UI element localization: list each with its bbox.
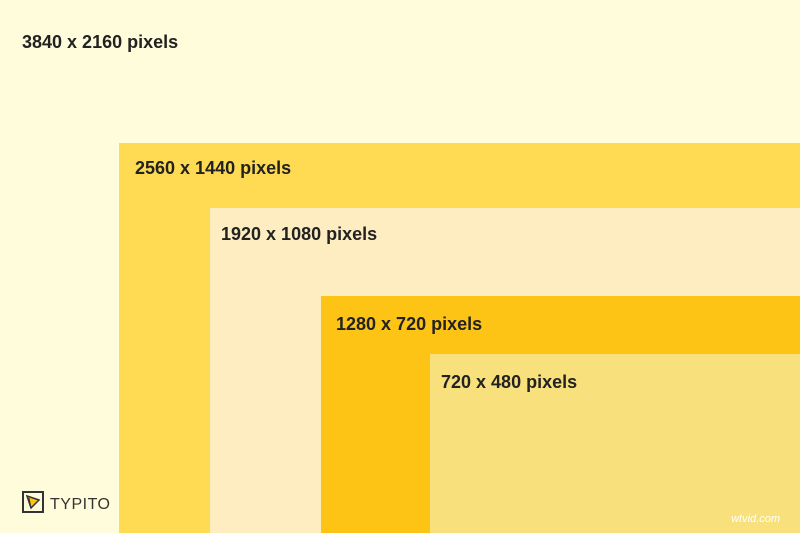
label-720x480: 720 x 480 pixels bbox=[441, 372, 578, 392]
label-3840x2160: 3840 x 2160 pixels bbox=[22, 32, 179, 52]
typito-logo-icon bbox=[22, 491, 44, 518]
watermark: wtvid.com bbox=[731, 513, 780, 525]
brand-name: TYPITO bbox=[50, 495, 111, 513]
label-2560x1440: 2560 x 1440 pixels bbox=[135, 158, 292, 178]
label-1280x720: 1280 x 720 pixels bbox=[336, 314, 483, 334]
region-720x480: 720 x 480 pixels bbox=[430, 354, 800, 533]
typito-logo: TYPITO bbox=[22, 491, 111, 518]
label-1920x1080: 1920 x 1080 pixels bbox=[221, 224, 378, 244]
